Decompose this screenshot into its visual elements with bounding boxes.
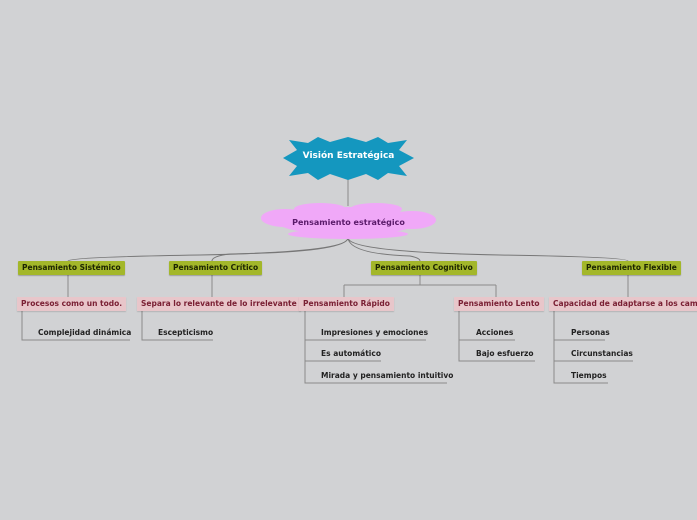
subtopic-separa[interactable]: Separa lo relevante de lo irrelevante: [137, 297, 301, 311]
leaf-item[interactable]: Mirada y pensamiento intuitivo: [321, 371, 454, 380]
central-node[interactable]: Pensamiento estratégico: [292, 218, 405, 227]
leaf-item[interactable]: Complejidad dinámica: [38, 328, 132, 337]
subtopic-rapido[interactable]: Pensamiento Rápido: [299, 297, 394, 311]
branch-critico[interactable]: Pensamiento Crítico: [169, 261, 263, 275]
root-node[interactable]: Visión Estratégica: [302, 151, 395, 161]
branch-sistemico[interactable]: Pensamiento Sistémico: [18, 261, 125, 275]
subtopic-capacidad[interactable]: Capacidad de adaptarse a los cambios: [549, 297, 697, 311]
leaf-item[interactable]: Tiempos: [571, 371, 607, 380]
leaf-item[interactable]: Escepticismo: [158, 328, 214, 337]
leaf-item[interactable]: Acciones: [476, 328, 514, 337]
leaf-item[interactable]: Bajo esfuerzo: [476, 349, 534, 358]
central-cloud-shape: [261, 203, 436, 239]
branch-flexible[interactable]: Pensamiento Flexible: [582, 261, 681, 275]
leaf-item[interactable]: Circunstancias: [571, 349, 633, 358]
branch-cognitivo[interactable]: Pensamiento Cognitivo: [371, 261, 477, 275]
subtopic-lento[interactable]: Pensamiento Lento: [454, 297, 544, 311]
leaf-item[interactable]: Personas: [571, 328, 610, 337]
root-star-shape: [283, 137, 414, 180]
subtopic-procesos[interactable]: Procesos como un todo.: [17, 297, 127, 311]
leaf-item[interactable]: Impresiones y emociones: [321, 328, 429, 337]
leaf-item[interactable]: Es automático: [321, 349, 381, 358]
